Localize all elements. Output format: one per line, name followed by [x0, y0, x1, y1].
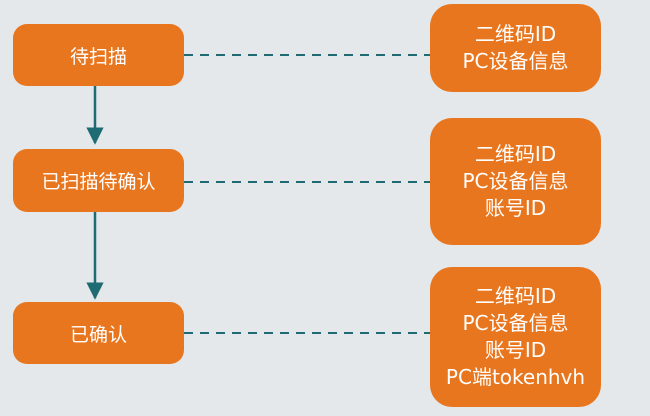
info-line: PC设备信息 — [462, 169, 569, 193]
state-label: 待扫描 — [69, 45, 127, 68]
info-line: 二维码ID — [474, 142, 557, 166]
state-scanned-pending-confirm: 已扫描待确认 — [13, 149, 184, 212]
info-line: 二维码ID — [474, 284, 557, 308]
info-line: 账号ID — [484, 338, 547, 362]
info-line: PC设备信息 — [462, 311, 569, 335]
info-line: PC设备信息 — [462, 49, 569, 73]
info-box-waiting-scan: 二维码ID PC设备信息 — [430, 4, 601, 92]
info-line: PC端tokenhvh — [445, 365, 586, 389]
state-label: 已扫描待确认 — [41, 171, 156, 193]
state-label: 已确认 — [69, 323, 127, 346]
info-line: 账号ID — [484, 196, 547, 220]
state-confirmed: 已确认 — [13, 302, 184, 364]
info-box-confirmed: 二维码ID PC设备信息 账号ID PC端tokenhvh — [430, 267, 601, 407]
state-waiting-scan: 待扫描 — [13, 24, 184, 86]
info-box-scanned: 二维码ID PC设备信息 账号ID — [430, 118, 601, 245]
info-line: 二维码ID — [474, 22, 557, 46]
